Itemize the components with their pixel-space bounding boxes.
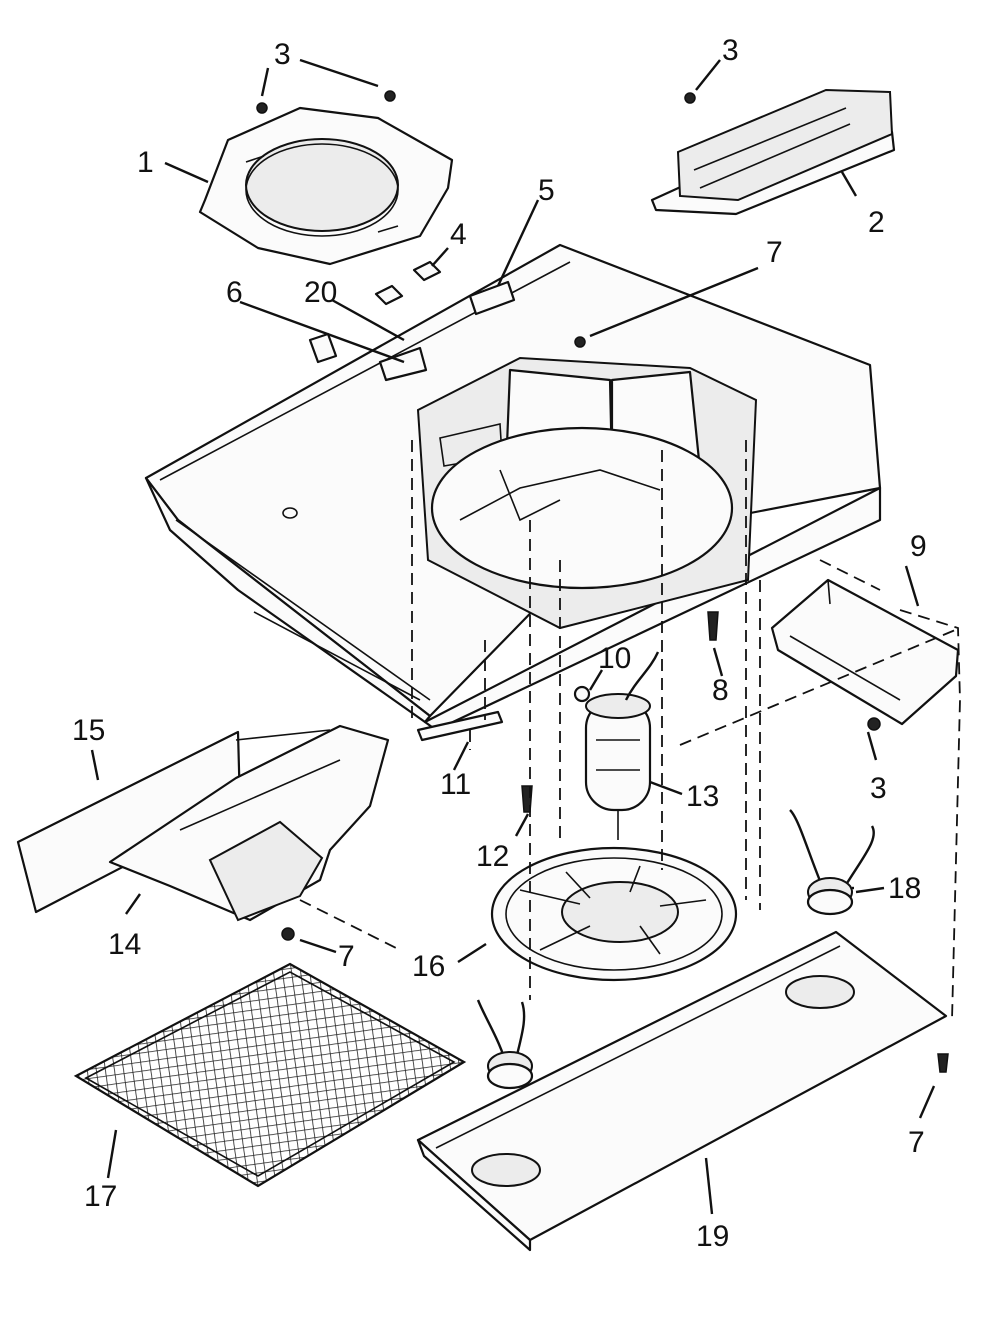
part-2-duct-connector: [650, 88, 896, 216]
callout-5: 5: [538, 174, 555, 207]
part-9-bracket: [770, 578, 960, 726]
callout-10: 10: [598, 642, 631, 675]
screws: [256, 90, 949, 1073]
callout-20: 20: [304, 276, 337, 309]
part-14-15-filter-housing: [16, 724, 390, 922]
callout-16: 16: [412, 950, 445, 983]
callout-1: 1: [137, 146, 154, 179]
callout-8: 8: [712, 674, 729, 707]
callout-17: 17: [84, 1180, 117, 1213]
callout-4: 4: [450, 218, 467, 251]
hood-body: [144, 243, 882, 732]
part-17-mesh-filter: [73, 962, 467, 1188]
callout-labels: 3 3 1 2 5 4 7 6 20 9 10 8 15 11 13 3 12 …: [72, 34, 927, 1253]
callout-2: 2: [868, 206, 885, 239]
callout-18: 18: [888, 872, 921, 905]
callout-7-top: 7: [766, 236, 783, 269]
callout-15: 15: [72, 714, 105, 747]
part-19-light-panel: [416, 930, 948, 1252]
part-16-blower-wheel: [490, 846, 738, 982]
callout-13: 13: [686, 780, 719, 813]
leader-lines: [90, 58, 936, 1215]
callout-9: 9: [910, 530, 927, 563]
callout-12: 12: [476, 840, 509, 873]
part-1-damper-plate: [198, 106, 454, 266]
callout-7-bottom-right: 7: [908, 1126, 925, 1159]
assembly-lines: [299, 440, 961, 1021]
callout-3-top-right: 3: [722, 34, 739, 67]
part-18-lamp-socket: [789, 809, 875, 916]
part-lamp-socket-lower: [476, 999, 534, 1090]
callout-7-left: 7: [338, 940, 355, 973]
callout-14: 14: [108, 928, 141, 961]
part-13-motor: [573, 651, 660, 840]
callout-19: 19: [696, 1220, 729, 1253]
callout-11: 11: [440, 768, 471, 801]
callout-6: 6: [226, 276, 243, 309]
callout-3-top-left: 3: [274, 38, 291, 71]
callout-3-right: 3: [870, 772, 887, 805]
part-11-clip: [416, 710, 504, 742]
